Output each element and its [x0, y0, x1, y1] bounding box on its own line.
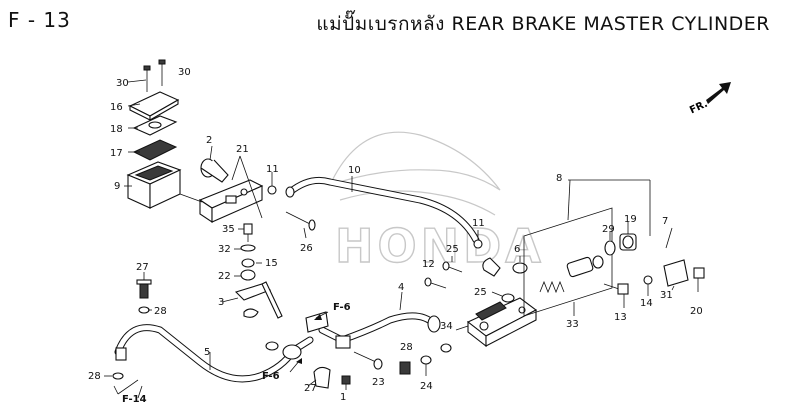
figure-title: แม่ปั๊มเบรกหลัง REAR BRAKE MASTER CYLIND…: [316, 13, 770, 35]
part-label: 27: [136, 262, 149, 273]
part-label: 18: [110, 124, 123, 135]
part-label: 1: [340, 392, 346, 403]
part-label: 13: [614, 312, 627, 323]
part-label: 15: [265, 258, 278, 269]
part-label: 21: [236, 144, 249, 155]
part-label: 8: [556, 173, 562, 184]
front-direction-label: FR.: [688, 99, 709, 117]
part-label: 11: [266, 164, 279, 175]
part-label: 7: [662, 216, 668, 227]
piston-kit: [523, 179, 705, 317]
ref-f14: F-14: [122, 394, 147, 405]
part-label: 9: [114, 181, 120, 192]
part-label: 22: [218, 271, 231, 282]
part-label: 25: [446, 244, 459, 255]
part-label: 33: [566, 319, 579, 330]
part-label: 3: [218, 297, 224, 308]
part-label: 30: [178, 67, 191, 78]
inlet-joint: [482, 256, 528, 303]
part-label: 23: [372, 377, 385, 388]
front-direction-arrow: FR.: [688, 82, 731, 116]
part-label: 20: [690, 306, 703, 317]
part-label: 30: [116, 78, 129, 89]
part-label: 32: [218, 244, 231, 255]
part-label: 27: [304, 383, 317, 394]
part-label: 26: [300, 243, 313, 254]
part-label: 17: [110, 148, 123, 159]
lower-fasteners: [307, 351, 432, 390]
bolt-26: [285, 211, 316, 239]
part-label: 28: [0, 0, 13, 3]
watermark-text: HONDA: [335, 219, 545, 273]
master-cylinder-body: [455, 297, 538, 348]
ref-f6-upper: F-6: [333, 302, 351, 313]
reservoir-bracket: [179, 145, 277, 224]
part-label: 14: [640, 298, 653, 309]
part-label: 5: [204, 347, 210, 358]
banjo-bolt-27: [136, 272, 152, 314]
part-label: 35: [222, 224, 235, 235]
honda-watermark: HONDA: [328, 131, 545, 274]
part-label: 28: [88, 371, 101, 382]
hose-clamp-bracket: [221, 281, 283, 319]
part-label: 29: [602, 224, 615, 235]
part-label: 31: [660, 290, 673, 301]
brake-hose-5: [104, 324, 314, 395]
reservoir-assembly: [124, 59, 182, 209]
reservoir-hose: [285, 176, 483, 249]
part-label: 16: [110, 102, 123, 113]
part-label: 10: [348, 165, 361, 176]
mount-hardware-stack: [234, 223, 262, 281]
figure-code: F - 13: [8, 8, 71, 32]
part-label: 4: [398, 282, 404, 293]
part-label: 24: [420, 381, 433, 392]
part-label: 12: [422, 259, 435, 270]
part-label: 28: [154, 306, 167, 317]
reference-arrows: [137, 311, 329, 399]
ref-f6-lower: F-6: [262, 371, 280, 382]
part-label: 11: [472, 218, 485, 229]
part-label: 25: [474, 287, 487, 298]
master-cylinder-bolts: [424, 256, 463, 289]
part-label: 2: [206, 135, 212, 146]
part-label: 34: [440, 321, 453, 332]
part-label: 19: [624, 214, 637, 225]
part-label: 28: [400, 342, 413, 353]
brake-hose-4: [305, 291, 452, 353]
part-label: 6: [514, 244, 520, 255]
